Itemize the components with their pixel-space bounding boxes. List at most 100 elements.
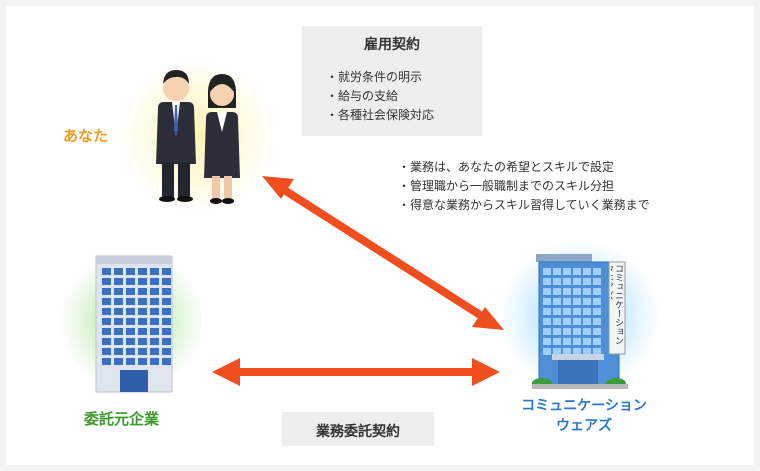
window <box>553 298 561 305</box>
window <box>138 338 147 345</box>
window <box>114 288 123 295</box>
cw-building-windows <box>543 268 601 355</box>
window <box>162 308 171 315</box>
task-notes-list: ・業務は、あなたの希望とスキルで設定 ・管理職から一般職制までのスキル分担 ・得… <box>398 158 650 215</box>
employment-contract-list: ・就労条件の明示 ・給与の支給 ・各種社会保険対応 <box>326 68 434 125</box>
window <box>593 268 601 275</box>
window <box>150 338 159 345</box>
list-item: ・就労条件の明示 <box>326 70 423 84</box>
window <box>593 338 601 345</box>
window <box>543 298 551 305</box>
window <box>126 338 135 345</box>
window <box>102 358 111 365</box>
window <box>593 298 601 305</box>
cw-building-illustration <box>500 241 660 391</box>
window <box>102 338 111 345</box>
window <box>162 298 171 305</box>
client-building-illustration <box>60 251 204 393</box>
window <box>543 348 551 355</box>
diagram-canvas: コミュニケーション ウェアズ あなた 委託元企業 コミュニケーション ウェアズ … <box>6 6 754 465</box>
window <box>563 348 571 355</box>
window <box>593 328 601 335</box>
window <box>162 348 171 355</box>
window <box>150 318 159 325</box>
window <box>126 298 135 305</box>
list-item: ・管理職から一般職制までのスキル分担 <box>398 179 615 193</box>
man-figure <box>156 70 196 202</box>
people-illustration <box>120 58 276 214</box>
window <box>583 278 591 285</box>
window <box>543 338 551 345</box>
list-item: ・給与の支給 <box>326 89 399 103</box>
window <box>114 308 123 315</box>
horizontal-arrow <box>212 358 500 386</box>
window <box>563 338 571 345</box>
window <box>102 308 111 315</box>
business-contract-box: 業務委託契約 <box>282 412 434 446</box>
window <box>102 288 111 295</box>
window <box>162 288 171 295</box>
window <box>114 338 123 345</box>
window <box>150 298 159 305</box>
list-item: ・各種社会保険対応 <box>326 108 435 122</box>
window <box>553 278 561 285</box>
window <box>583 298 591 305</box>
building-sign-text: コミュニケーション ウェアズ <box>611 264 623 345</box>
label-communication-wares: コミュニケーション ウェアズ <box>504 396 664 436</box>
window <box>114 328 123 335</box>
window <box>553 328 561 335</box>
employment-contract-title: 雇用契約 <box>364 37 420 53</box>
window <box>102 268 111 275</box>
client-building-windows <box>102 268 171 365</box>
window <box>102 278 111 285</box>
window <box>553 288 561 295</box>
window <box>150 308 159 315</box>
window <box>138 328 147 335</box>
window <box>126 288 135 295</box>
window <box>553 338 561 345</box>
window <box>126 308 135 315</box>
window <box>573 348 581 355</box>
window <box>563 328 571 335</box>
window <box>114 278 123 285</box>
window <box>114 348 123 355</box>
window <box>138 268 147 275</box>
window <box>114 318 123 325</box>
window <box>563 268 571 275</box>
window <box>543 278 551 285</box>
label-you: あなた <box>63 127 109 145</box>
window <box>583 348 591 355</box>
woman-figure <box>204 74 240 204</box>
window <box>162 358 171 365</box>
window <box>102 348 111 355</box>
diagram-graphics <box>60 58 660 393</box>
window <box>593 308 601 315</box>
window <box>563 318 571 325</box>
window <box>573 288 581 295</box>
window <box>553 308 561 315</box>
window <box>162 268 171 275</box>
window <box>573 328 581 335</box>
window <box>150 358 159 365</box>
window <box>563 288 571 295</box>
window <box>583 308 591 315</box>
window <box>573 268 581 275</box>
window <box>583 328 591 335</box>
window <box>573 318 581 325</box>
window <box>583 288 591 295</box>
window <box>573 338 581 345</box>
window <box>583 318 591 325</box>
window <box>150 278 159 285</box>
list-item: ・得意な業務からスキル習得していく業務まで <box>398 198 650 212</box>
window <box>126 348 135 355</box>
window <box>138 298 147 305</box>
label-client: 委託元企業 <box>84 410 160 428</box>
window <box>573 308 581 315</box>
window <box>162 318 171 325</box>
window <box>102 318 111 325</box>
window <box>563 278 571 285</box>
window <box>553 348 561 355</box>
window <box>553 268 561 275</box>
diagonal-arrow <box>262 176 504 330</box>
window <box>102 328 111 335</box>
